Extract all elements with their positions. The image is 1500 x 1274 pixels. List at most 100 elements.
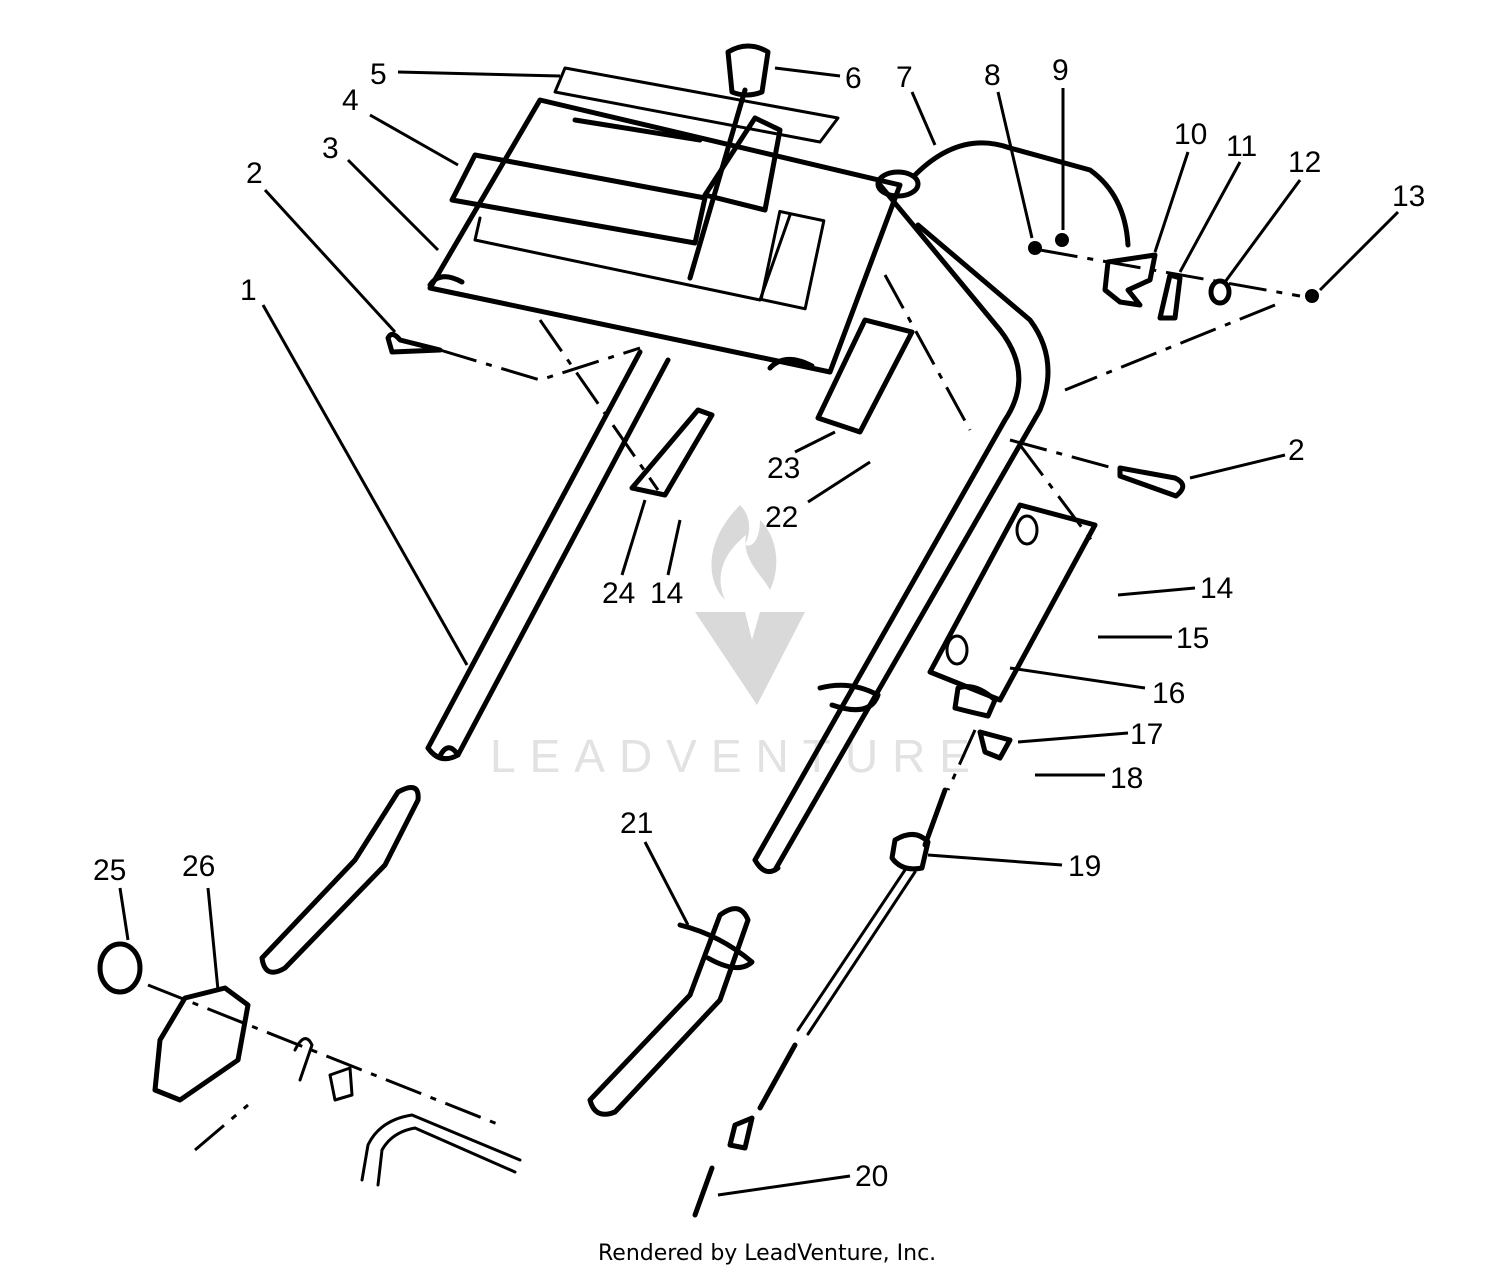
upper-right-tube-side-b — [772, 222, 1051, 873]
leader-26 — [206, 887, 220, 991]
callout-17: 17 — [1130, 718, 1163, 751]
assembly-line-bracket — [1018, 444, 1097, 546]
panel-brackets — [629, 317, 915, 498]
screw-13 — [1305, 289, 1319, 303]
upper-left-tube-end — [425, 745, 461, 762]
tube-clamp-lower — [677, 922, 755, 971]
footer-credit: Rendered by LeadVenture, Inc. — [598, 1241, 936, 1266]
cable-adjuster — [889, 832, 931, 872]
leader-4 — [369, 113, 459, 167]
watermark-text: LEADVENTURE — [490, 730, 984, 782]
callout-13: 13 — [1392, 180, 1425, 213]
callout-26: 26 — [182, 850, 215, 883]
callout-21: 21 — [620, 807, 653, 840]
leader-22 — [807, 460, 871, 504]
pivot-bracket-26 — [152, 985, 251, 1103]
assembly-line-pivot — [147, 983, 501, 1127]
latch-hardware — [385, 233, 1319, 499]
panel-end-cap-right — [767, 357, 815, 371]
callout-4: 4 — [342, 84, 359, 117]
panel-decal-top — [553, 66, 840, 144]
callout-6: 6 — [845, 62, 862, 95]
panel-inner-frame — [473, 213, 792, 302]
cable-lower-rod — [757, 1042, 798, 1111]
spacer-12 — [1208, 278, 1232, 306]
callout-20: 20 — [855, 1160, 888, 1193]
upper-left-tube-side-b — [455, 357, 671, 758]
leader-24 — [620, 499, 647, 576]
knob-25 — [97, 941, 143, 995]
leader-8 — [996, 91, 1034, 239]
callout-8: 8 — [984, 59, 1001, 92]
latch-plate-10 — [1102, 252, 1158, 308]
callout-10: 10 — [1174, 118, 1207, 151]
leader-6 — [774, 66, 841, 78]
panel-decal-front — [449, 152, 708, 246]
tube-clamp-upper — [817, 682, 881, 713]
panel-body — [427, 97, 903, 375]
pivot-spring — [293, 1037, 314, 1082]
callout-19: 19 — [1068, 850, 1101, 883]
leader-12 — [1223, 179, 1302, 283]
leader-25 — [118, 887, 130, 941]
callout-25: 25 — [93, 854, 126, 887]
watermark-v-logo-icon — [695, 612, 805, 705]
leader-2b — [1189, 453, 1286, 480]
leader-10 — [1153, 151, 1190, 253]
callout-5: 5 — [370, 58, 387, 91]
leader-19 — [927, 853, 1063, 867]
leader-7 — [910, 91, 937, 146]
assembly-line-bolt-top — [439, 346, 641, 382]
assembly-line-latch — [1039, 248, 1301, 298]
bracket-24 — [629, 407, 715, 498]
leader-lines — [118, 66, 1400, 1197]
assembly-line-latch-return — [1064, 303, 1276, 392]
panel-end-cap-left — [427, 274, 465, 288]
shift-knob — [725, 43, 771, 98]
leader-2a — [263, 188, 397, 334]
cable-upper-rod — [922, 787, 948, 848]
callout-7: 7 — [896, 61, 913, 94]
leader-14a — [666, 519, 682, 576]
callout-14-right: 14 — [1200, 572, 1233, 605]
callout-3: 3 — [322, 132, 339, 165]
callout-1: 1 — [240, 274, 257, 307]
assembly-line-tube-hole — [1009, 438, 1121, 472]
cable-line-a — [796, 868, 907, 1032]
upper-left-tube-side-a — [425, 349, 643, 751]
frame-rail-outer — [360, 1113, 522, 1182]
cable-clip — [977, 729, 1013, 761]
watermark-flame-icon — [711, 505, 777, 600]
cable-line-b — [806, 870, 917, 1036]
cable-bracket — [927, 502, 1098, 703]
nut-8 — [1028, 241, 1042, 255]
callout-16: 16 — [1152, 677, 1185, 710]
panel-window — [759, 209, 826, 311]
lower-right-tube — [587, 906, 751, 1117]
leader-5 — [397, 70, 561, 78]
cable-guide — [952, 684, 998, 719]
handle-tubes — [259, 140, 1131, 1117]
leader-20 — [717, 1174, 851, 1197]
bracket-slot-bottom — [945, 634, 969, 666]
bolt-2-top — [385, 332, 443, 355]
callout-11: 11 — [1226, 130, 1257, 163]
leader-3 — [346, 158, 440, 252]
callout-14-left: 14 — [650, 577, 683, 610]
bracket-23 — [815, 317, 915, 435]
leader-1 — [261, 304, 469, 666]
bolt-2-right — [1117, 465, 1186, 499]
cam-lever-11 — [1157, 272, 1183, 321]
assembly-line-cable — [946, 729, 977, 791]
cable-end-fitting — [727, 1115, 755, 1151]
callout-24: 24 — [602, 577, 635, 610]
callout-15: 15 — [1176, 622, 1209, 655]
leader-17 — [1017, 731, 1129, 744]
callout-labels: 1 2 2 3 4 5 6 7 8 9 10 11 12 13 14 14 15… — [93, 54, 1425, 1193]
cable-pin — [692, 1165, 715, 1218]
shift-lever-rod — [687, 87, 748, 281]
bracket-slot-top — [1015, 514, 1039, 546]
callout-23: 23 — [767, 452, 800, 485]
callout-18: 18 — [1110, 762, 1143, 795]
callout-2-right: 2 — [1288, 434, 1305, 467]
